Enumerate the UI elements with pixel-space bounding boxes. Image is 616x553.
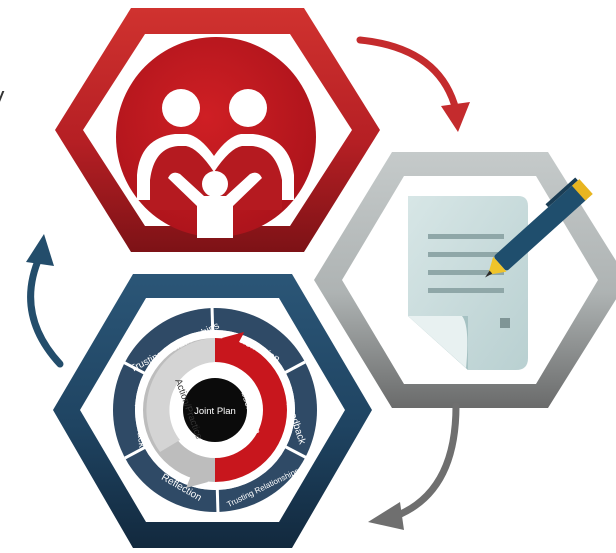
blue-hexagon: Joint Plan Action/Practice Observation T… — [53, 274, 372, 548]
arrow-grey-icon — [368, 406, 456, 530]
cycle-center-label: Joint Plan — [194, 406, 236, 417]
coaching-cycle-icon: Joint Plan Action/Practice Observation T… — [113, 306, 317, 514]
grey-hexagon — [314, 152, 616, 408]
arrow-blue-icon — [26, 234, 60, 364]
red-hexagon — [55, 8, 380, 252]
family-icon — [116, 37, 316, 238]
arrow-red-icon — [360, 40, 470, 132]
